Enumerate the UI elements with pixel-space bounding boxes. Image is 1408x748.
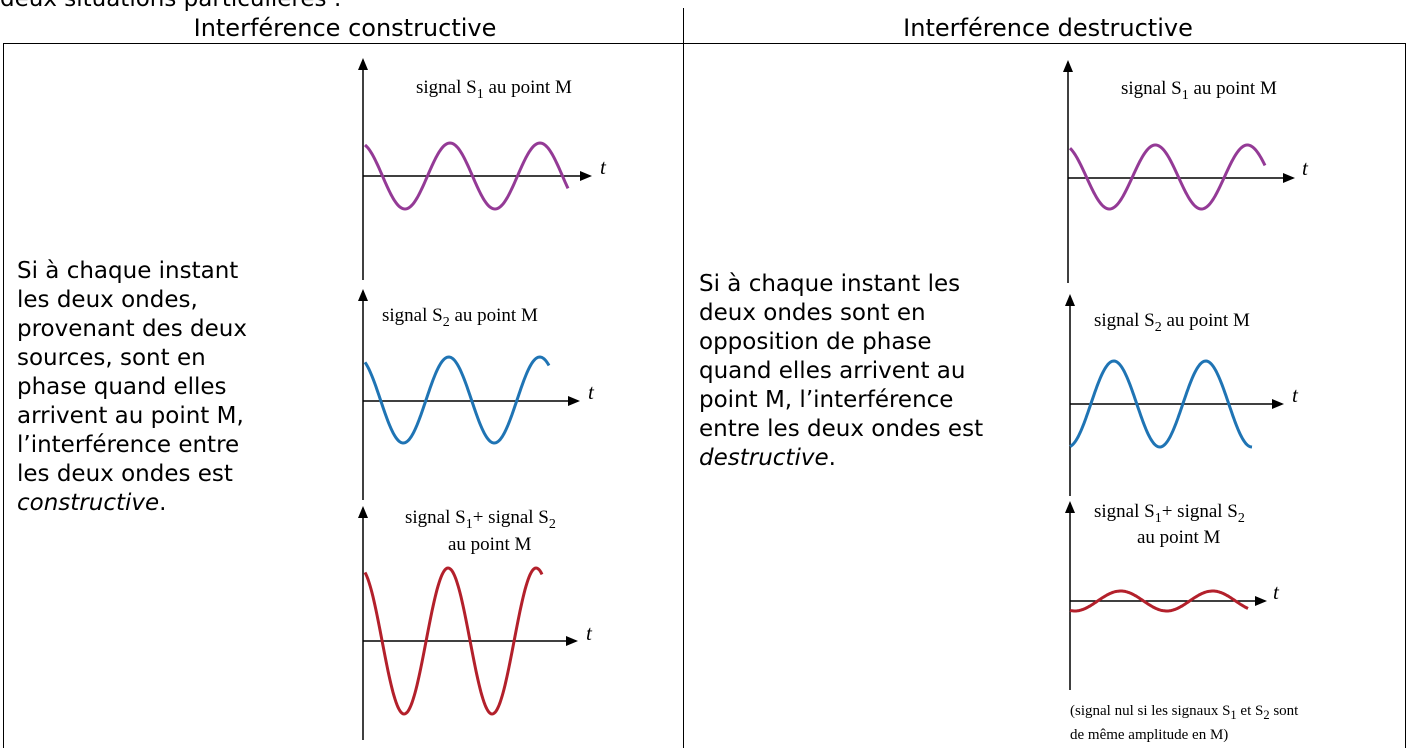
period: . (828, 445, 836, 471)
s2-wave (363, 355, 551, 445)
text-line: Si à chaque instant les (699, 271, 961, 297)
period: . (159, 490, 167, 516)
sum-label-line2: au point M (448, 534, 531, 555)
s1-wave (1068, 143, 1267, 211)
intro-text: deux situations particulières : (0, 0, 342, 12)
s1-label: signal S1 au point M (416, 77, 572, 102)
t-axis-label: t (600, 155, 607, 179)
sum-wave (363, 566, 544, 716)
graph-left-s1: t signal S1 au point M (358, 58, 607, 280)
title-destructive: Interférence destructive (903, 14, 1193, 42)
sum-wave (1069, 589, 1249, 613)
t-axis-label: t (1273, 580, 1280, 604)
t-axis-label: t (586, 621, 593, 645)
text-line: les deux ondes est (17, 461, 233, 487)
text-line: sources, sont en (17, 345, 206, 371)
graph-right-s1: t signal S1 au point M (1063, 60, 1309, 283)
text-line: opposition de phase (699, 329, 932, 355)
text-line: arrivent au point M, (17, 403, 244, 429)
footnote: (signal nul si les signaux S1 et S2 sont… (1070, 703, 1299, 743)
constructive-word: constructive (17, 490, 160, 516)
sum-label: signal S1+ signal S2 (1094, 501, 1245, 526)
text-line: les deux ondes, (17, 287, 198, 313)
graph-right-s2: t signal S2 au point M (1065, 294, 1299, 496)
s2-wave (1069, 359, 1253, 449)
sum-label-line2: au point M (1137, 527, 1220, 548)
graph-right-sum: t signal S1+ signal S2 au point M (1065, 501, 1280, 690)
destructive-word: destructive (699, 445, 829, 471)
title-constructive: Interférence constructive (193, 14, 497, 42)
text-line: quand elles arrivent au (699, 358, 966, 384)
text-line: phase quand elles (17, 374, 227, 400)
column-divider (683, 8, 684, 748)
destructive-description: Si à chaque instant les deux ondes sont … (699, 270, 983, 473)
text-line: entre les deux ondes est (699, 416, 984, 442)
comparison-table (3, 43, 1406, 748)
text-line: provenant des deux (17, 316, 247, 342)
sum-label: signal S1+ signal S2 (405, 507, 556, 532)
graph-left-sum: t signal S1+ signal S2 au point M (358, 506, 593, 740)
text-line: Si à chaque instant (17, 258, 239, 284)
s1-label: signal S1 au point M (1121, 78, 1277, 103)
s2-label: signal S2 au point M (1094, 310, 1250, 335)
s1-wave (363, 141, 570, 211)
text-line: deux ondes sont en (699, 300, 926, 326)
s2-label: signal S2 au point M (382, 305, 538, 330)
graph-left-s2: t signal S2 au point M (358, 289, 595, 500)
text-line: l’interférence entre (17, 432, 240, 458)
t-axis-label: t (1292, 383, 1299, 407)
t-axis-label: t (588, 380, 595, 404)
text-line: point M, l’interférence (699, 387, 954, 413)
t-axis-label: t (1302, 156, 1309, 180)
constructive-description: Si à chaque instant les deux ondes, prov… (17, 257, 247, 518)
